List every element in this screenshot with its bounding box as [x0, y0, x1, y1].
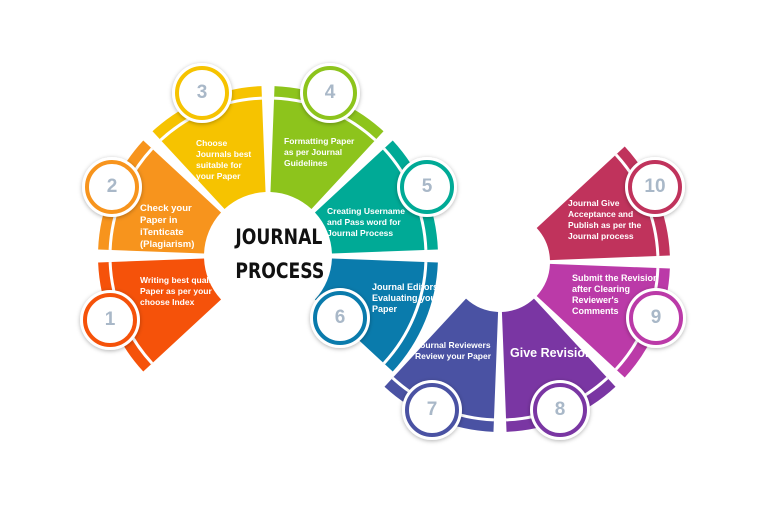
step-2-number: 2: [106, 176, 118, 197]
step-6-badge-ring: [313, 291, 367, 345]
step-3-badge-ring: [175, 66, 229, 120]
step-4-number: 4: [324, 82, 336, 103]
step-8-text: Give Revision: [510, 346, 593, 360]
step-10-number: 10: [644, 176, 666, 197]
step-3-text: Choose Journals best suitable for your P…: [196, 138, 252, 181]
step-9-badge-ring: [629, 291, 683, 345]
step-7-number: 7: [426, 399, 438, 420]
step-7-text: Journal Reviewers Review your Paper: [414, 340, 492, 361]
step-7-badge-ring: [405, 383, 459, 437]
step-5-number: 5: [421, 176, 433, 197]
step-6-number: 6: [334, 307, 346, 328]
step-2-badge-ring: [85, 160, 139, 214]
step-9-number: 9: [650, 307, 662, 328]
step-1-text: Writing best quality Paper as per your c…: [140, 275, 219, 307]
step-10-badge-ring: [628, 160, 682, 214]
step-4-badge-ring: [303, 66, 357, 120]
step-9-segment: [536, 263, 670, 378]
step-6-arc-line: [382, 262, 428, 365]
step-2-text: Check your Paper in iTenticate (Plagiari…: [140, 203, 195, 250]
step-4-segment: [270, 86, 384, 210]
step-5-text: Creating Username and Pass word for Jour…: [327, 206, 405, 238]
step-1-number: 1: [104, 309, 116, 330]
step-3-number: 3: [196, 82, 208, 103]
step-3-segment: [152, 86, 266, 210]
step-8-number: 8: [554, 399, 566, 420]
step-8-badge-ring: [533, 383, 587, 437]
title-line-1: JOURNAL: [235, 225, 323, 249]
title-line-2: PROCESS: [235, 259, 325, 283]
step-1-badge-ring: [83, 293, 137, 347]
step-6-text: Journal Editors Evaluating your Paper: [372, 282, 440, 314]
step-5-badge-ring: [400, 160, 454, 214]
step-10-text: Journal Give Acceptance and Publish as p…: [568, 198, 642, 241]
step-6-segment: [314, 258, 438, 372]
step-4-text: Formatting Paper as per Journal Guidelin…: [284, 136, 355, 168]
step-9-text: Submit the Revision after Clearing Revie…: [572, 273, 659, 316]
diagram-title: JOURNAL PROCESS: [235, 220, 325, 288]
